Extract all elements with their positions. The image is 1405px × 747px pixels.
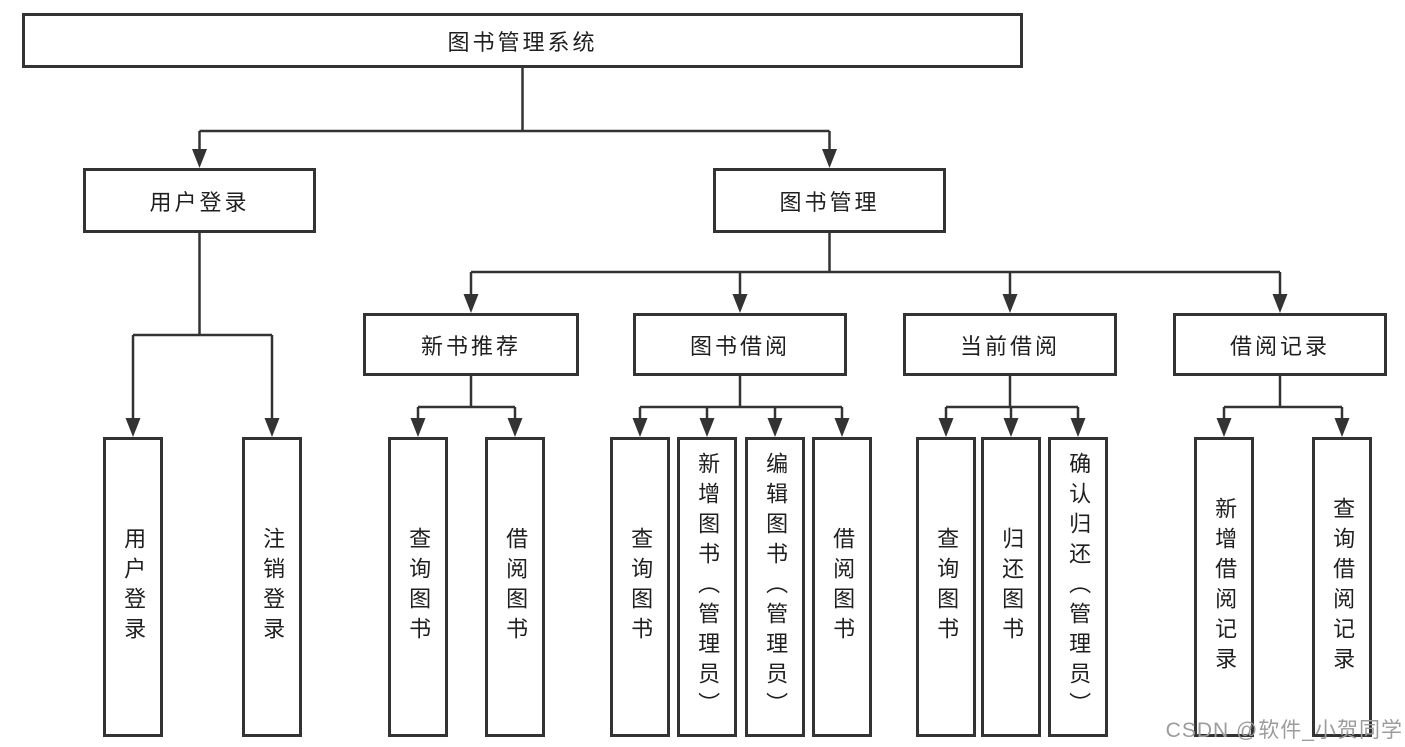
node-label: 确认归还（管理员） bbox=[1066, 452, 1092, 722]
node-label: 新增图书（管理员） bbox=[695, 452, 721, 722]
leaf-query-books-recommend: 查询图书 bbox=[388, 437, 448, 737]
node-library-management-system: 图书管理系统 bbox=[22, 13, 1023, 68]
node-borrow-records: 借阅记录 bbox=[1173, 313, 1387, 376]
leaf-user-login: 用户登录 bbox=[103, 437, 163, 737]
node-label: 新增借阅记录 bbox=[1212, 497, 1238, 677]
leaf-borrow-books-recommend: 借阅图书 bbox=[485, 437, 545, 737]
leaf-edit-book-admin: 编辑图书（管理员） bbox=[745, 437, 805, 737]
connector-current-borrow-children bbox=[944, 376, 1080, 418]
node-book-borrow: 图书借阅 bbox=[633, 313, 847, 376]
leaf-query-books-current: 查询图书 bbox=[916, 437, 976, 737]
connector-new-book-recommend-children bbox=[416, 376, 517, 418]
node-label: 注销登录 bbox=[260, 527, 286, 647]
node-new-book-recommend: 新书推荐 bbox=[363, 313, 579, 376]
node-label: 图书管理系统 bbox=[447, 29, 598, 55]
arrowheads bbox=[125, 149, 1350, 437]
node-label: 当前借阅 bbox=[959, 333, 1060, 359]
leaf-return-book: 归还图书 bbox=[981, 437, 1041, 737]
node-label: 新书推荐 bbox=[420, 333, 521, 359]
node-label: 借阅图书 bbox=[830, 527, 856, 647]
node-label: 查询图书 bbox=[934, 527, 960, 647]
leaf-confirm-return-admin: 确认归还（管理员） bbox=[1048, 437, 1108, 737]
node-label: 用户登录 bbox=[149, 189, 250, 215]
leaf-borrow-books: 借阅图书 bbox=[812, 437, 872, 737]
csdn-watermark: CSDN @软件_小贺同学 bbox=[1165, 719, 1403, 742]
node-label: 归还图书 bbox=[999, 527, 1025, 647]
node-user-login: 用户登录 bbox=[83, 168, 316, 233]
node-label: 查询图书 bbox=[628, 527, 654, 647]
connector-user-login-children bbox=[131, 233, 274, 418]
node-current-borrow: 当前借阅 bbox=[903, 313, 1117, 376]
leaf-logout: 注销登录 bbox=[242, 437, 302, 737]
connector-book-borrow-children bbox=[638, 376, 844, 418]
node-label: 借阅记录 bbox=[1229, 333, 1330, 359]
node-label: 用户登录 bbox=[121, 527, 147, 647]
node-label: 图书管理 bbox=[779, 189, 880, 215]
leaf-query-books-borrow: 查询图书 bbox=[610, 437, 670, 737]
node-label: 借阅图书 bbox=[503, 527, 529, 647]
connector-borrow-records-children bbox=[1222, 376, 1344, 418]
node-label: 图书借阅 bbox=[689, 333, 790, 359]
node-label: 查询图书 bbox=[406, 527, 432, 647]
node-label: 编辑图书（管理员） bbox=[763, 452, 789, 722]
node-label: 查询借阅记录 bbox=[1330, 497, 1356, 677]
node-book-management: 图书管理 bbox=[713, 168, 946, 233]
leaf-add-book-admin: 新增图书（管理员） bbox=[677, 437, 737, 737]
leaf-add-borrow-record: 新增借阅记录 bbox=[1194, 437, 1254, 737]
connector-book-management-children bbox=[469, 233, 1282, 294]
leaf-query-borrow-record: 查询借阅记录 bbox=[1312, 437, 1372, 737]
connector-root-to-level2 bbox=[198, 68, 831, 149]
